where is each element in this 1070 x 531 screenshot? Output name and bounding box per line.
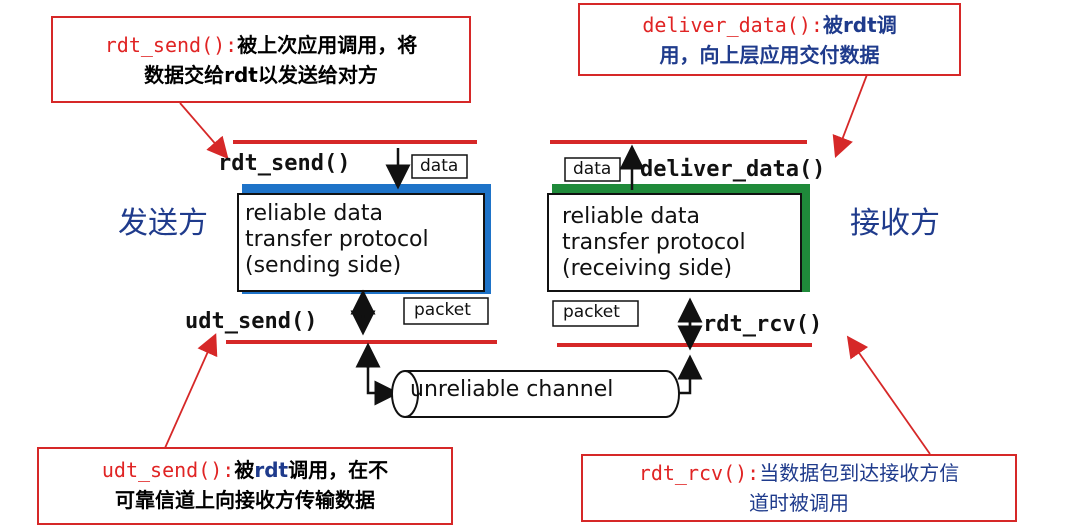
rdt-rcv-callout-fn: rdt_rcv(): bbox=[638, 461, 760, 485]
udt-send-callout-fn: udt_send(): bbox=[101, 458, 235, 482]
rdt-rcv-pointer bbox=[846, 335, 931, 455]
sender-data-tag: data bbox=[420, 156, 459, 176]
rdt-rcv-callout-line2: 道时被调用 bbox=[749, 491, 849, 515]
udt-send-callout-line1b: rdt bbox=[254, 458, 289, 482]
receiver-data-tag: data bbox=[573, 159, 612, 179]
sender-protocol-line3: (sending side) bbox=[245, 253, 402, 278]
sender-protocol-text: reliable data transfer protocol (sending… bbox=[245, 201, 429, 279]
sender-label: 发送方 bbox=[118, 206, 208, 241]
rdt-send-callout-line2: 数据交给rdt以发送给对方 bbox=[144, 63, 378, 87]
channel-pipe bbox=[391, 370, 680, 418]
deliver-data-callout-fn: deliver_data(): bbox=[642, 13, 823, 37]
receiver-protocol-line2: transfer protocol bbox=[562, 230, 746, 255]
rdt-send-call: rdt_send() bbox=[218, 151, 351, 176]
sender-protocol-line2: transfer protocol bbox=[245, 227, 429, 252]
deliver-data-callout-line1a: 被 bbox=[822, 13, 843, 37]
deliver-data-callout-line1b: rdt bbox=[842, 13, 877, 37]
udt-send-callout: udt_send():被rdt调用，在不 可靠信道上向接收方传输数据 bbox=[37, 447, 453, 525]
rdt-rcv-call: rdt_rcv() bbox=[703, 312, 823, 337]
deliver-data-callout-line1c: 调 bbox=[876, 13, 897, 37]
udt-send-callout-line1a: 被 bbox=[234, 458, 255, 482]
sender-packet-tag-box bbox=[403, 297, 489, 325]
channel-label: unreliable channel bbox=[410, 377, 614, 402]
deliver-data-call: deliver_data() bbox=[640, 157, 826, 182]
receiver-channel-connector bbox=[676, 354, 703, 395]
udt-send-callout-line2: 可靠信道上向接收方传输数据 bbox=[115, 488, 375, 512]
udt-send-pointer bbox=[164, 333, 218, 449]
receiver-data-tag-box bbox=[564, 157, 621, 182]
receiver-packet-tag-box bbox=[552, 300, 639, 327]
deliver-data-callout-line2: 用，向上层应用交付数据 bbox=[659, 43, 880, 67]
receiver-protocol-line1: reliable data bbox=[562, 204, 700, 229]
rdt-send-callout-fn: rdt_send(): bbox=[104, 33, 238, 57]
udt-send-call: udt_send() bbox=[185, 309, 318, 334]
sender-channel-connector bbox=[366, 350, 400, 406]
udt-send-callout-line1c: 调用，在不 bbox=[288, 458, 389, 482]
rdt-rcv-callout: rdt_rcv():当数据包到达接收方信 道时被调用 bbox=[581, 454, 1017, 522]
deliver-data-callout: deliver_data():被rdt调 用，向上层应用交付数据 bbox=[578, 3, 961, 76]
receiver-protocol-line3: (receiving side) bbox=[562, 256, 733, 281]
receiver-protocol-box bbox=[547, 193, 802, 292]
sender-data-tag-box bbox=[411, 154, 468, 179]
sender-packet-tag: packet bbox=[414, 300, 471, 320]
deliver-data-pointer bbox=[832, 71, 869, 159]
receiver-packet-tag: packet bbox=[563, 302, 620, 322]
rdt-send-callout: rdt_send():被上次应用调用，将 数据交给rdt以发送给对方 bbox=[51, 16, 471, 103]
receiver-label: 接收方 bbox=[850, 206, 940, 241]
sender-protocol-line1: reliable data bbox=[245, 201, 383, 226]
rdt-send-callout-line1: 被上次应用调用，将 bbox=[237, 33, 418, 57]
rdt-send-pointer bbox=[179, 102, 229, 160]
receiver-protocol-text: reliable data transfer protocol (receivi… bbox=[562, 204, 746, 282]
rdt-rcv-callout-line1: 当数据包到达接收方信 bbox=[759, 461, 960, 485]
